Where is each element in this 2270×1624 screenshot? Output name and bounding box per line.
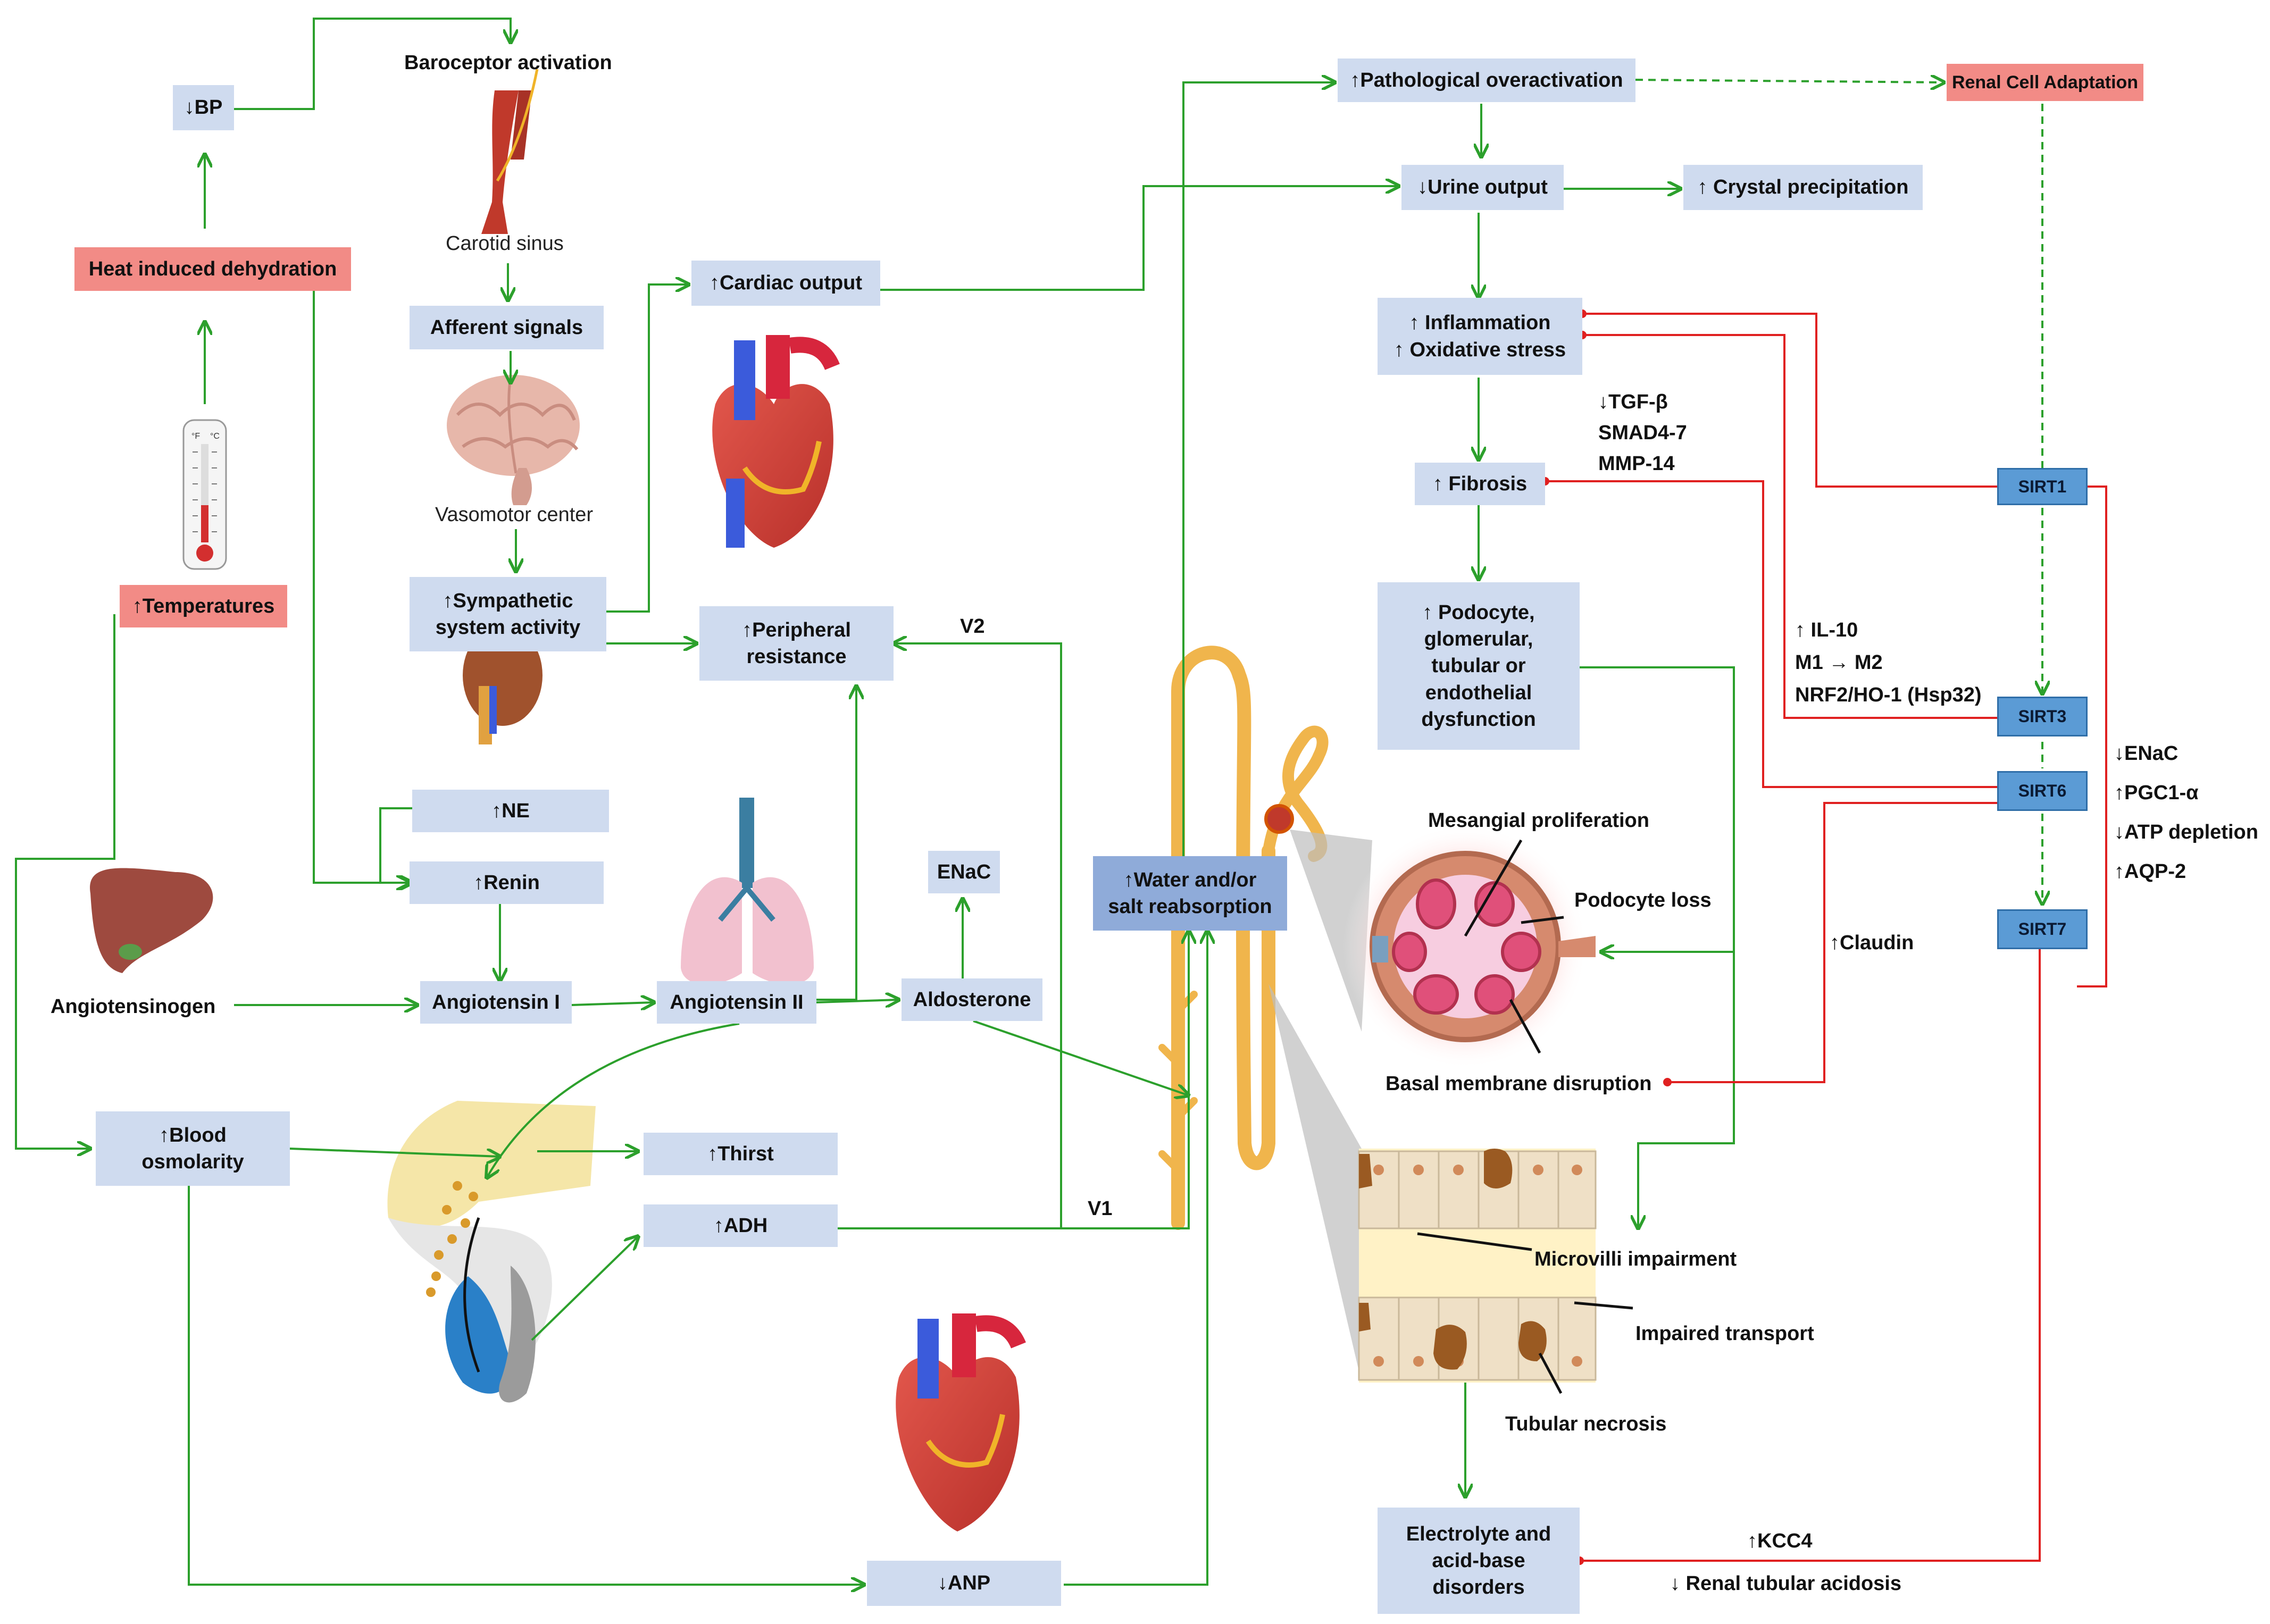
pointer-lines bbox=[1417, 839, 1633, 1394]
red-inhibitory-connectors bbox=[1545, 313, 2107, 1562]
node-renal-cell-adaptation: Renal Cell Adaptation bbox=[1947, 64, 2143, 101]
label-microvilli: Microvilli impairment bbox=[1534, 1248, 1737, 1270]
node-ang2: Angiotensin II bbox=[657, 981, 816, 1024]
sirt6-box: SIRT6 bbox=[1997, 771, 2088, 811]
label-impaired-transport: Impaired transport bbox=[1635, 1322, 1814, 1345]
glomerulus-illustration bbox=[1343, 824, 1596, 1069]
node-inflammation: ↑ Inflammation ↑ Oxidative stress bbox=[1378, 298, 1582, 375]
label-claudin: ↑Claudin bbox=[1830, 932, 1914, 954]
label-angiotensinogen: Angiotensinogen bbox=[51, 995, 216, 1018]
node-bp: ↓BP bbox=[173, 85, 234, 130]
brain-illustration bbox=[447, 375, 580, 505]
liver-illustration bbox=[90, 868, 213, 973]
label-v1: V1 bbox=[1088, 1198, 1113, 1220]
node-renin: ↑Renin bbox=[410, 861, 604, 904]
thermometer-illustration: °F °C bbox=[182, 419, 227, 570]
node-podocyte-dysfunction: ↑ Podocyte, glomerular, tubular or endot… bbox=[1378, 582, 1580, 750]
thermometer-fahrenheit-label: °F bbox=[191, 432, 200, 441]
node-fibrosis: ↑ Fibrosis bbox=[1415, 463, 1545, 505]
node-urine-output: ↓Urine output bbox=[1401, 165, 1564, 210]
heart-illustration-bottom bbox=[896, 1313, 1026, 1531]
label-kcc4: ↑KCC4 bbox=[1747, 1530, 1813, 1552]
label-sirt1-effects: ↓ENaC ↑PGC1-α ↓ATP depletion ↑AQP-2 bbox=[2114, 742, 2258, 883]
pituitary-illustration bbox=[387, 1101, 596, 1403]
node-ne: ↑NE bbox=[412, 790, 609, 832]
label-baroceptor: Baroceptor activation bbox=[404, 52, 612, 74]
sirt1-box: SIRT1 bbox=[1997, 468, 2088, 505]
label-mesangial-proliferation: Mesangial proliferation bbox=[1428, 809, 1649, 832]
nephron-illustration bbox=[1158, 646, 1329, 1230]
label-il10: ↑ IL-10 M1 → M2 NRF2/HO-1 (Hsp32) bbox=[1795, 619, 1982, 706]
sirt3-box: SIRT3 bbox=[1997, 697, 2088, 736]
node-water-salt-reabsorption: ↑Water and/or salt reabsorption bbox=[1093, 856, 1287, 931]
label-basal-membrane: Basal membrane disruption bbox=[1386, 1073, 1652, 1095]
node-enac: ENaC bbox=[928, 851, 1000, 893]
tubule-epithelium-illustration bbox=[1358, 1149, 1597, 1383]
node-heat-dehydration: Heat induced dehydration bbox=[74, 247, 351, 291]
green-connectors bbox=[15, 18, 2042, 1585]
node-pathological-overactivation: ↑Pathological overactivation bbox=[1338, 58, 1635, 102]
node-afferent: Afferent signals bbox=[410, 306, 604, 349]
node-cardiac-output: ↑Cardiac output bbox=[691, 261, 880, 306]
node-adh: ↑ADH bbox=[644, 1204, 838, 1247]
node-sympathetic: ↑Sympathetic system activity bbox=[410, 577, 606, 651]
node-anp: ↓ANP bbox=[867, 1561, 1061, 1606]
node-thirst: ↑Thirst bbox=[644, 1133, 838, 1175]
label-v2: V2 bbox=[960, 615, 985, 638]
lungs-illustration bbox=[681, 798, 814, 985]
node-temperatures: ↑Temperatures bbox=[120, 585, 287, 627]
sirt7-box: SIRT7 bbox=[1997, 909, 2088, 949]
label-renal-tubular-acidosis: ↓ Renal tubular acidosis bbox=[1670, 1572, 1901, 1595]
heart-illustration-top bbox=[712, 335, 840, 548]
node-electrolyte-disorders: Electrolyte and acid-base disorders bbox=[1378, 1508, 1580, 1614]
carotid-artery-illustration bbox=[481, 69, 539, 234]
node-blood-osmolarity: ↑Blood osmolarity bbox=[96, 1111, 290, 1186]
node-peripheral-resistance: ↑Peripheral resistance bbox=[699, 606, 894, 681]
node-aldosterone: Aldosterone bbox=[902, 978, 1042, 1021]
label-tubular-necrosis: Tubular necrosis bbox=[1505, 1413, 1667, 1435]
label-vasomotor: Vasomotor center bbox=[435, 504, 594, 526]
label-tgf-beta: ↓TGF-β SMAD4-7 MMP-14 bbox=[1598, 391, 1687, 475]
tubule-zoom-cone bbox=[1268, 984, 1362, 1383]
label-carotid-sinus: Carotid sinus bbox=[446, 232, 564, 255]
thermometer-celsius-label: °C bbox=[210, 432, 220, 441]
label-podocyte-loss: Podocyte loss bbox=[1574, 889, 1712, 911]
node-ang1: Angiotensin I bbox=[420, 981, 572, 1024]
node-crystal-precipitation: ↑ Crystal precipitation bbox=[1683, 165, 1923, 210]
